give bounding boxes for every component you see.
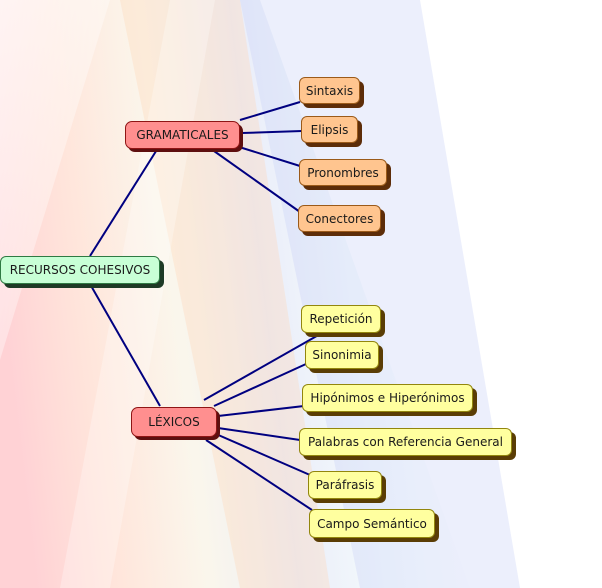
leaf-node-conectores[interactable]: Conectores [298,205,381,232]
edge-gram-conectores [213,150,301,213]
leaf-node-campo-semantico[interactable]: Campo Semántico [309,509,435,538]
edge-root-lexicos [89,283,161,407]
edge-lex-hiponimos [217,405,305,417]
edge-gram-sintaxis [239,101,301,121]
leaf-node-label: Pronombres [307,165,379,180]
root-node-label: RECURSOS COHESIVOS [9,263,151,277]
branch-node-label: GRAMATICALES [136,128,229,142]
leaf-node-label: Conectores [305,211,374,226]
edge-gram-pronombres [235,145,301,167]
leaf-node-label: Palabras con Referencia General [308,435,503,449]
branch-node-label: LÉXICOS [148,415,200,429]
edge-lex-campo [205,439,313,511]
leaf-node-label: Sintaxis [305,83,354,98]
leaf-node-label: Hipónimos e Hiperónimos [310,391,465,405]
leaf-node-sinonimia[interactable]: Sinonimia [305,341,379,369]
edge-root-gramaticales [89,147,159,257]
leaf-node-label: Elipsis [310,122,349,137]
edge-gram-elipsis [241,130,303,134]
edge-lex-palabras [217,427,301,441]
leaf-node-repeticion[interactable]: Repetición [301,305,381,333]
leaf-node-palabras-referencia-general[interactable]: Palabras con Referencia General [299,428,512,456]
leaf-node-label: Paráfrasis [315,478,375,492]
leaf-node-label: Sinonimia [312,348,372,362]
leaf-node-hiponimos-hiperonimos[interactable]: Hipónimos e Hiperónimos [302,384,473,412]
edge-lex-sinonimia [213,363,307,407]
leaf-node-pronombres[interactable]: Pronombres [299,159,387,186]
leaf-node-label: Repetición [309,312,373,326]
leaf-node-parafrasis[interactable]: Paráfrasis [308,471,382,499]
branch-node-gramaticales[interactable]: GRAMATICALES [125,121,240,149]
leaf-node-sintaxis[interactable]: Sintaxis [299,77,360,104]
leaf-node-elipsis[interactable]: Elipsis [301,116,358,143]
root-node-recursos-cohesivos[interactable]: RECURSOS COHESIVOS [0,256,160,284]
edge-lex-repeticion [203,332,323,401]
edge-lex-parafrasis [215,433,311,476]
leaf-node-label: Campo Semántico [317,516,427,531]
branch-node-lexicos[interactable]: LÉXICOS [131,407,217,437]
